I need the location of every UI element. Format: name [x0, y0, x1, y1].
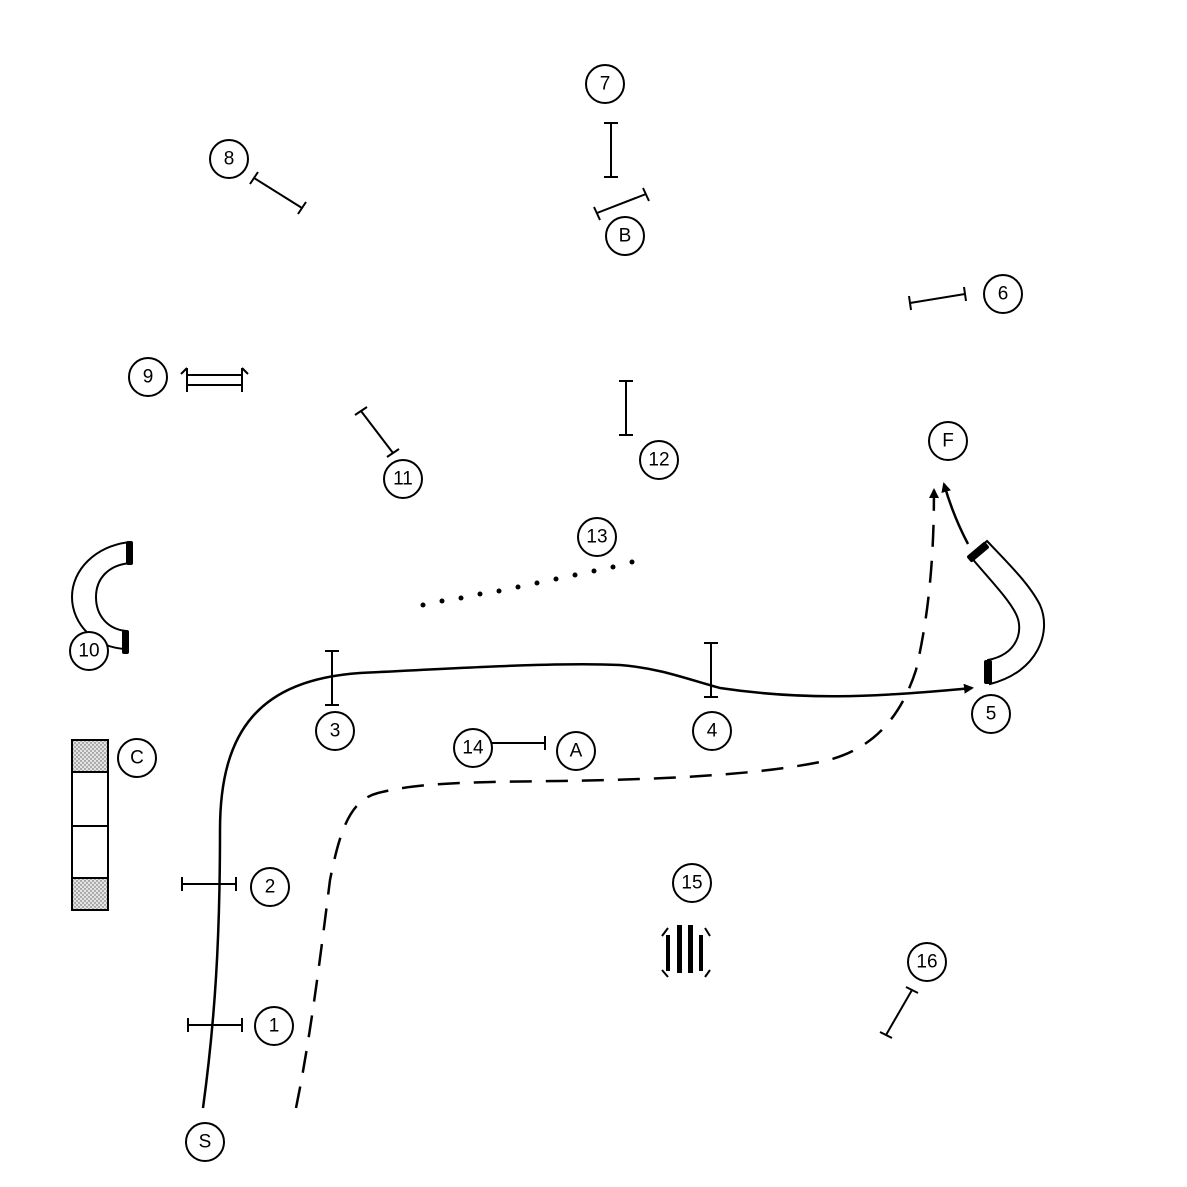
marker-12: 12 [639, 440, 679, 480]
svg-text:S: S [199, 1132, 212, 1153]
marker-16: 16 [907, 942, 947, 982]
marker-B: B [605, 216, 645, 256]
jump-6 [908, 286, 967, 311]
marker-10: 10 [69, 631, 109, 671]
marker-13: 13 [577, 517, 617, 557]
svg-text:15: 15 [681, 873, 702, 894]
marker-14: 14 [453, 728, 493, 768]
dashed-path [294, 488, 939, 1109]
marker-S: S [185, 1122, 225, 1162]
svg-text:F: F [942, 431, 954, 452]
marker-5: 5 [971, 694, 1011, 734]
marker-9: 9 [128, 357, 168, 397]
svg-text:5: 5 [986, 704, 997, 725]
svg-text:12: 12 [648, 450, 669, 471]
svg-text:2: 2 [265, 877, 276, 898]
svg-text:9: 9 [143, 367, 154, 388]
table-C [71, 739, 109, 911]
svg-text:3: 3 [330, 721, 341, 742]
svg-text:1: 1 [269, 1016, 280, 1037]
marker-15: 15 [672, 863, 712, 903]
svg-text:11: 11 [393, 469, 413, 490]
svg-text:7: 7 [600, 74, 611, 95]
jump-11 [354, 406, 400, 458]
marker-1: 1 [254, 1006, 294, 1046]
tunnel-10 [70, 540, 133, 654]
jump-4 [704, 642, 718, 698]
marker-A: A [556, 731, 596, 771]
dotted-line-13 [420, 559, 635, 608]
marker-3: 3 [315, 711, 355, 751]
jump-16 [879, 986, 919, 1039]
marker-C: C [117, 738, 157, 778]
svg-text:16: 16 [916, 952, 937, 973]
jump-1 [187, 1018, 243, 1032]
double-jump-9 [180, 367, 249, 392]
marker-8: 8 [209, 139, 249, 179]
svg-text:B: B [619, 226, 632, 247]
weave-poles-15 [661, 925, 711, 978]
svg-text:A: A [570, 741, 583, 762]
jump-3 [325, 650, 339, 706]
solid-path-to-finish [941, 482, 970, 545]
jump-2 [181, 877, 237, 891]
svg-text:8: 8 [224, 149, 235, 170]
jump-B [593, 187, 650, 221]
svg-text:10: 10 [78, 641, 99, 662]
marker-2: 2 [250, 867, 290, 907]
svg-text:13: 13 [586, 527, 607, 548]
svg-text:4: 4 [707, 721, 718, 742]
marker-7: 7 [585, 64, 625, 104]
svg-text:14: 14 [462, 738, 484, 759]
marker-6: 6 [983, 274, 1023, 314]
marker-4: 4 [692, 711, 732, 751]
marker-11: 11 [383, 459, 423, 499]
svg-text:C: C [130, 748, 144, 769]
jump-12 [619, 380, 633, 436]
svg-text:6: 6 [998, 284, 1009, 305]
jump-14-A [492, 736, 546, 750]
jump-8 [249, 171, 307, 215]
marker-F: F [928, 421, 968, 461]
jump-7 [604, 122, 618, 178]
tunnel-5 [967, 539, 1045, 686]
solid-path [201, 662, 974, 1109]
